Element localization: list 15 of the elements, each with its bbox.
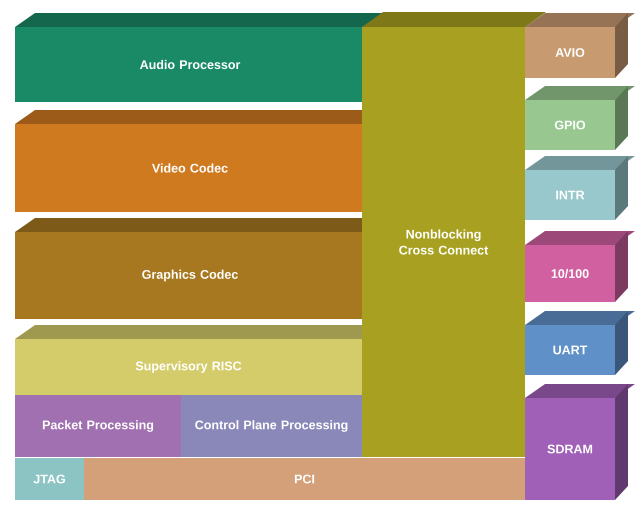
component-block: Video Codec (15, 110, 385, 212)
component-block: INTR (525, 156, 635, 220)
component-block: GPIO (525, 86, 635, 150)
component-block: JTAG (15, 458, 84, 500)
component-block: UART (525, 311, 635, 375)
component-block: Control Plane Processing (181, 395, 362, 457)
component-block: AVIO (525, 13, 635, 78)
component-block: Graphics Codec (15, 218, 385, 319)
component-block: Nonblocking Cross Connect (362, 12, 546, 457)
component-block: PCI (84, 458, 525, 500)
component-block: Supervisory RISC (15, 325, 382, 395)
component-block: Audio Processor (15, 13, 385, 102)
component-block: Packet Processing (15, 395, 181, 457)
component-block: SDRAM (525, 384, 635, 500)
component-block: 10/100 (525, 231, 635, 302)
